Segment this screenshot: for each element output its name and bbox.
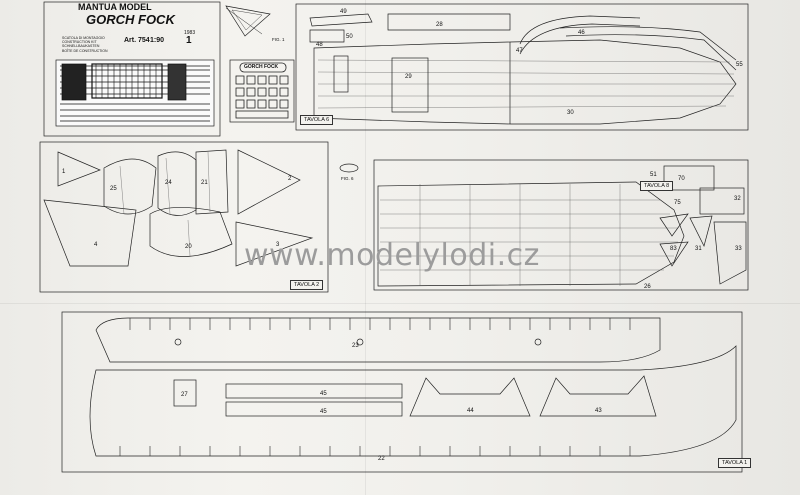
- part-25: [103, 158, 157, 215]
- fittings-card: [229, 59, 295, 123]
- part-label: 25: [110, 186, 117, 192]
- fold-line: [365, 0, 366, 495]
- fig6-sketch: [339, 163, 359, 173]
- tavola-2-label: TAVOLA 2: [290, 280, 324, 290]
- part-label: 26: [644, 284, 651, 290]
- part-45-a: [225, 383, 403, 399]
- top-left-plate-frame: [43, 1, 221, 137]
- part-1: [57, 151, 101, 187]
- tavola-2-frame: [39, 141, 329, 293]
- part-label: 48: [316, 42, 323, 48]
- part-label: 21: [201, 180, 208, 186]
- part-label: 50: [346, 34, 353, 40]
- part-label: 4: [94, 242, 98, 248]
- part-3: [235, 221, 314, 267]
- tavola-1-label: TAVOLA 1: [718, 458, 752, 468]
- fittings-logo: GORCH FOCK: [244, 64, 279, 70]
- part-label: 28: [436, 22, 443, 28]
- brand-title: MANTUA MODEL: [78, 2, 152, 12]
- part-label: 46: [578, 30, 585, 36]
- part-45-b: [225, 401, 403, 417]
- part-20: [149, 207, 233, 257]
- part-label: 47: [516, 48, 523, 54]
- part-label: 32: [734, 196, 741, 202]
- part-label: 33: [735, 246, 742, 252]
- fold-line: [0, 303, 800, 304]
- language-list: SCATOLA DI MONTAGGIO CONSTRUCTION KIT SC…: [62, 36, 108, 53]
- part-label: 31: [695, 246, 702, 252]
- part-label: 70: [678, 176, 685, 182]
- part-24: [157, 151, 197, 216]
- part-label: 45: [320, 391, 327, 397]
- part-33: [713, 221, 747, 285]
- part-label: 2: [288, 176, 292, 182]
- part-label: 20: [185, 244, 192, 250]
- fig1-sketch: [225, 5, 271, 37]
- fig1-label: FIG. 1: [272, 37, 285, 42]
- scale-label: 1:90: [150, 37, 165, 44]
- fig6-label: FIG. 6: [341, 176, 354, 181]
- tavola-1-frame: [61, 311, 743, 473]
- part-label: 24: [165, 180, 172, 186]
- part-22-hull: [89, 345, 737, 457]
- tavola-6-frame: [295, 3, 749, 131]
- part-label: 27: [181, 392, 188, 398]
- tavola-8-label: TAVOLA 8: [640, 181, 674, 191]
- part-44: [409, 377, 531, 417]
- part-label: 3: [276, 242, 280, 248]
- part-43: [539, 375, 657, 417]
- model-title: GORCH FOCK: [86, 12, 175, 27]
- part-label: 29: [405, 74, 412, 80]
- part-label: 43: [595, 408, 602, 414]
- part-label: 22: [378, 456, 385, 462]
- tavola-8-frame: [373, 159, 749, 291]
- part-label: 55: [736, 62, 743, 68]
- part-2: [237, 149, 301, 215]
- part-27: [173, 379, 197, 407]
- part-label: 44: [467, 408, 474, 414]
- part-label: 30: [567, 110, 574, 116]
- year-label: 1983: [184, 30, 196, 36]
- part-label: 23: [352, 343, 359, 349]
- part-23-keel: [95, 317, 661, 363]
- main-deck-plan: [313, 39, 737, 125]
- part-21: [195, 149, 229, 215]
- article-label: Art. 754: [124, 37, 150, 44]
- part-label: 49: [340, 9, 347, 15]
- part-4: [43, 199, 137, 267]
- part-label: 83: [670, 246, 677, 252]
- part-label: 45: [320, 409, 327, 415]
- part-label: 75: [674, 200, 681, 206]
- watermark: www.modelylodi.cz: [244, 238, 540, 273]
- part-label: 51: [650, 172, 657, 178]
- part-label: 1: [62, 169, 66, 175]
- sheet-number: 1: [186, 35, 192, 46]
- tavola-6-label: TAVOLA 6: [300, 115, 334, 125]
